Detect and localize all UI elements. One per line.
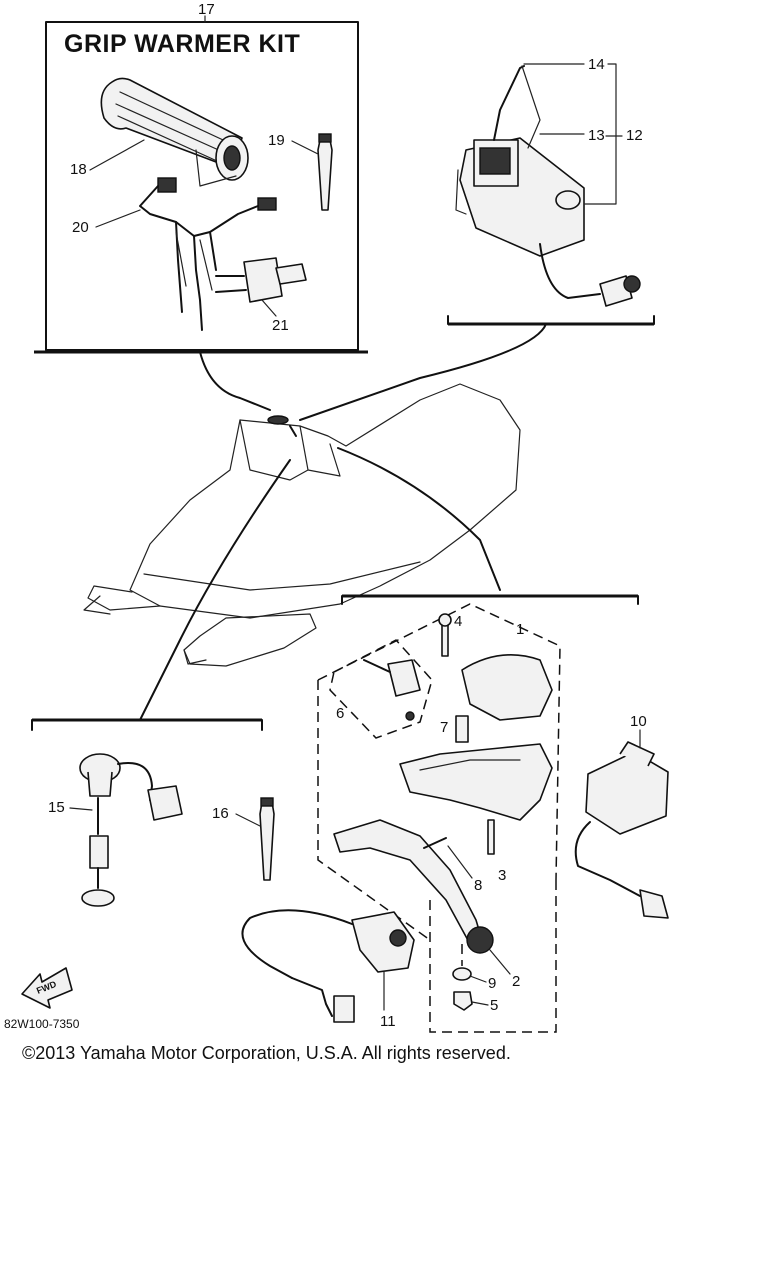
- callout-18: 18: [70, 161, 87, 178]
- leader-switch: [299, 323, 547, 421]
- callout-16: 16: [212, 805, 229, 822]
- callout-15: 15: [48, 799, 65, 816]
- callout-6: 6: [336, 705, 344, 722]
- callout-3: 3: [498, 867, 506, 884]
- copyright-notice: ©2013 Yamaha Motor Corporation, U.S.A. A…: [22, 1043, 511, 1063]
- fwd-arrow-icon: FWD: [21, 967, 73, 1009]
- callout-10: 10: [630, 713, 647, 730]
- callout-11: 11: [380, 1013, 396, 1030]
- callout-7: 7: [440, 719, 448, 736]
- kit-title: GRIP WARMER KIT: [64, 30, 300, 58]
- grip-warmer-switch: [215, 257, 307, 303]
- callout-12: 12: [626, 127, 643, 144]
- brake-lever-group: [241, 594, 669, 1033]
- callout-1: 1: [516, 621, 524, 638]
- parts-diagram: GRIP WARMER KIT 17 18 19 20: [21, 1, 669, 1033]
- handlebar-switch-assembly: [447, 65, 655, 326]
- callout-20: 20: [72, 219, 89, 236]
- callout-9: 9: [488, 975, 496, 992]
- leader-brake: [337, 447, 501, 591]
- cable-tie-19: [317, 133, 333, 211]
- snowmobile-outline: [83, 383, 521, 667]
- callout-2: 2: [512, 973, 520, 990]
- callout-19: 19: [268, 132, 285, 149]
- callout-14: 14: [588, 56, 605, 73]
- callout-17: 17: [198, 1, 215, 18]
- callout-4: 4: [454, 613, 462, 630]
- callout-21: 21: [272, 317, 289, 334]
- callout-8: 8: [474, 877, 482, 894]
- leader-kit: [199, 351, 271, 411]
- leader-throttle: [139, 459, 291, 721]
- grip-warmer-kit-group: GRIP WARMER KIT 17 18 19 20: [34, 1, 368, 354]
- callout-5: 5: [490, 997, 498, 1014]
- grip-warmer-grip: [100, 77, 249, 187]
- drawing-code: 82W100-7350: [4, 1017, 80, 1031]
- wire-harness-20: [139, 177, 277, 331]
- throttle-group: [31, 718, 275, 907]
- kit-frame: [45, 21, 359, 351]
- callout-13: 13: [588, 127, 605, 144]
